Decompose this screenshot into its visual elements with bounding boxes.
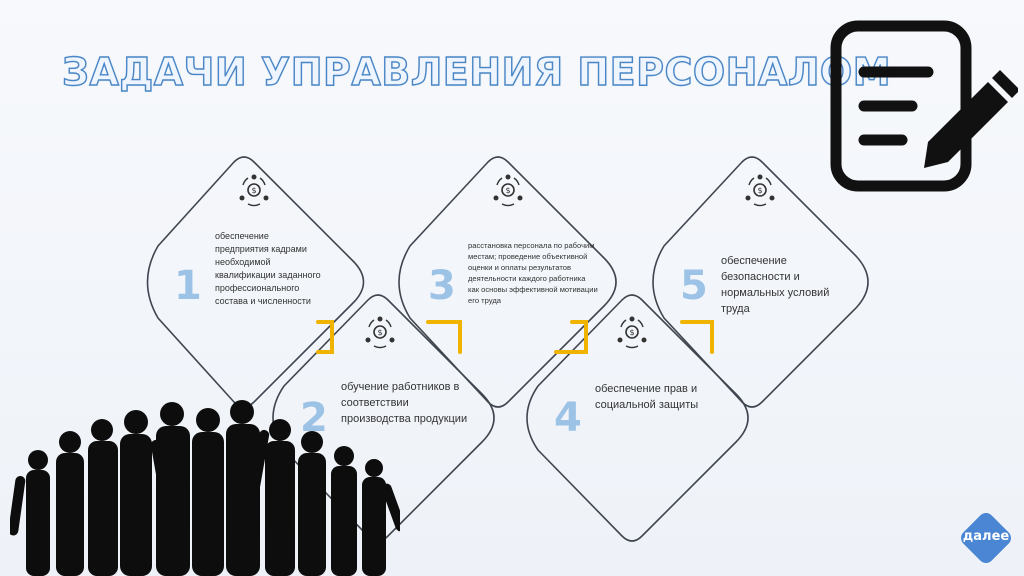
people-money-icon: $ — [365, 316, 395, 349]
diamond-4 — [526, 294, 749, 542]
next-button[interactable] — [956, 508, 1016, 568]
diamond-1 — [146, 156, 365, 408]
people-silhouettes — [10, 400, 400, 576]
svg-text:$: $ — [505, 186, 510, 195]
svg-text:$: $ — [629, 328, 634, 337]
task-text-5: обеспечение безопасности и нормальных ус… — [721, 255, 830, 315]
svg-text:$: $ — [251, 186, 256, 195]
task-text-3: расстановка персонала по рабочим местам;… — [468, 241, 598, 305]
svg-text:$: $ — [757, 186, 762, 195]
next-button-label[interactable]: далее — [962, 529, 1010, 544]
task-number-5: 5 — [680, 263, 708, 309]
task-text-1: обеспечение предприятия кадрами необходи… — [215, 231, 321, 307]
people-money-icon: $ — [745, 174, 775, 207]
page-title: ЗАДАЧИ УПРАВЛЕНИЯ ПЕРСОНАЛОМ — [61, 49, 892, 94]
task-text-4: обеспечение прав и социальной защиты — [595, 383, 699, 411]
task-number-4: 4 — [554, 395, 582, 441]
task-number-3: 3 — [428, 263, 456, 309]
svg-text:$: $ — [377, 328, 382, 337]
task-text-2: обучение работников в соответствии произ… — [341, 381, 468, 425]
document-edit-icon — [830, 20, 1018, 192]
people-money-icon: $ — [239, 174, 269, 207]
people-money-icon: $ — [617, 316, 647, 349]
task-number-1: 1 — [174, 263, 202, 309]
people-money-icon: $ — [493, 174, 523, 207]
